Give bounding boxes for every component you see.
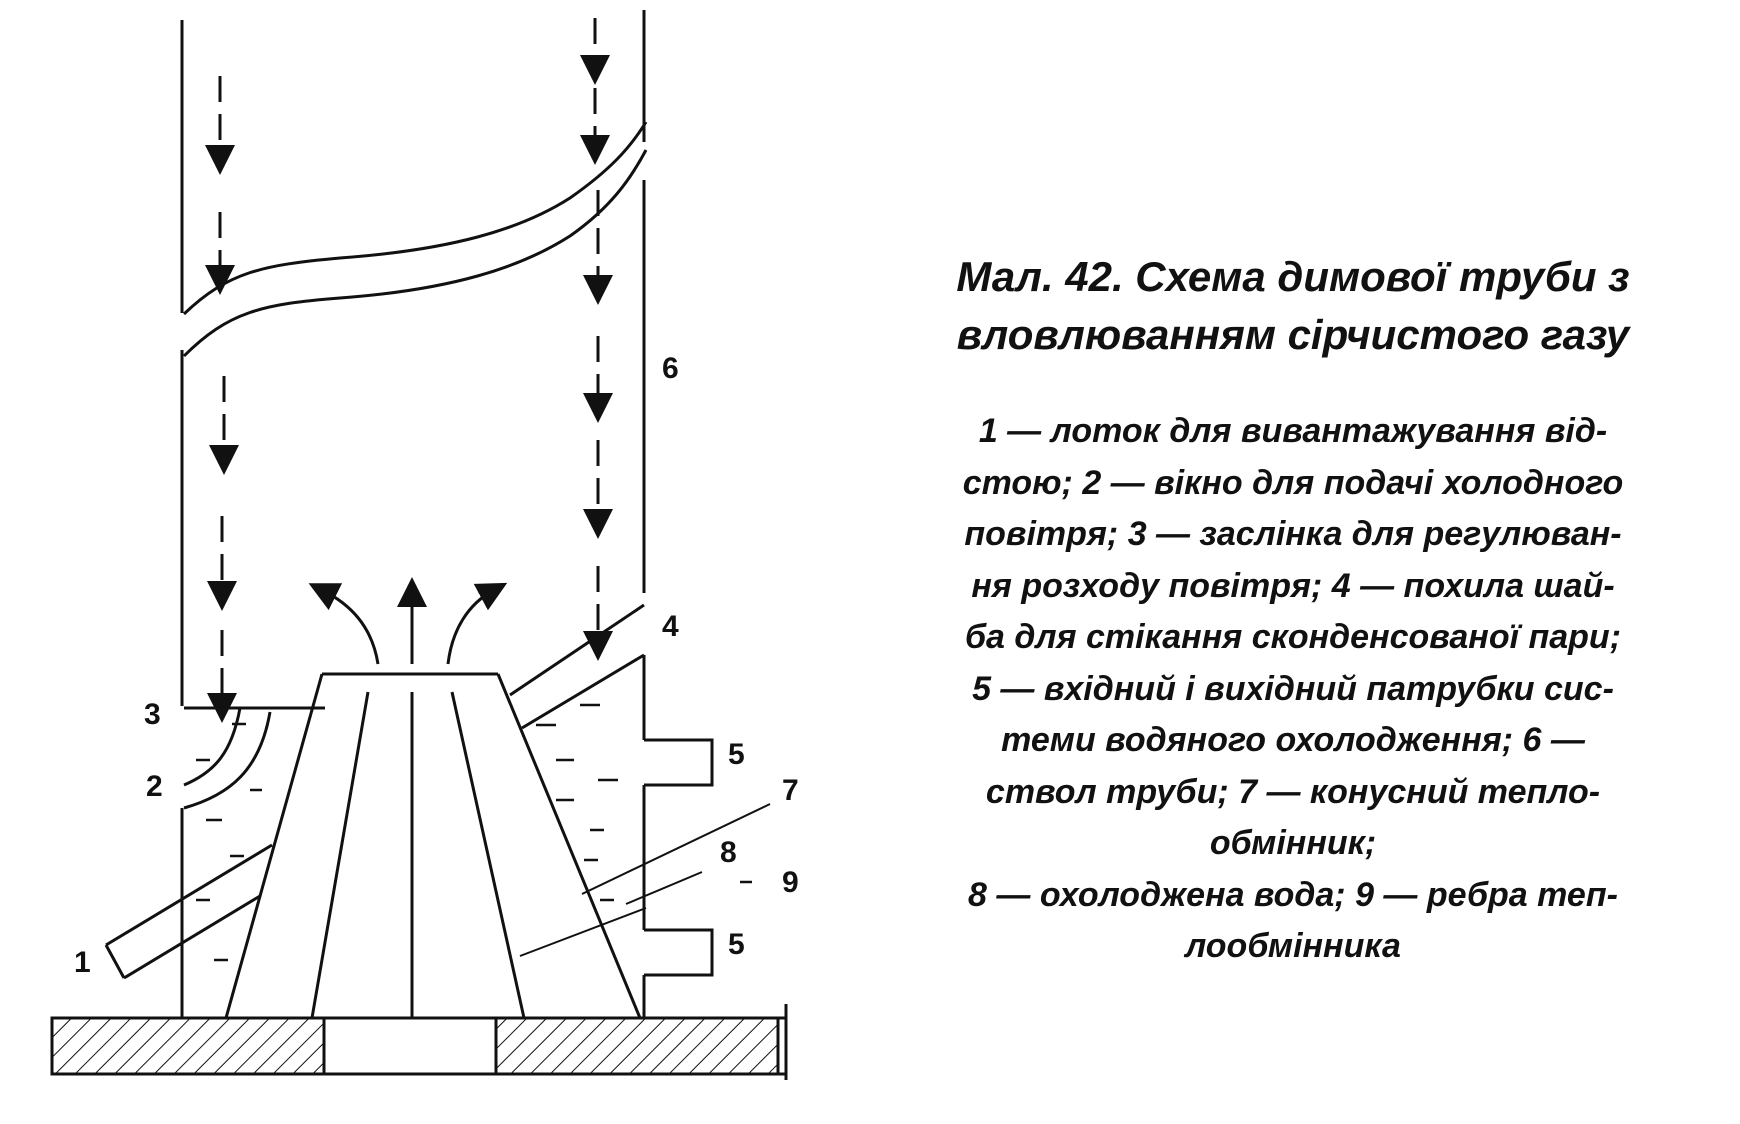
- legend-line: обмінник;: [1209, 824, 1377, 862]
- cone-heat-exchanger: [224, 672, 642, 1019]
- figure-title-line: вловлюванням сірчистого газу: [956, 311, 1630, 358]
- air-damper: [183, 707, 272, 810]
- legend-line: повітря; 3 — заслінка для регулюван-: [964, 515, 1622, 553]
- cooled-water-marks: [196, 703, 752, 962]
- label-4: 4: [662, 610, 679, 643]
- legend-line: теми водяного охолодження; 6 —: [1001, 721, 1585, 759]
- inclined-washer: [509, 603, 645, 730]
- legend-line: ба для стікання сконденсованої пари;: [964, 618, 1622, 656]
- water-jacket: [184, 655, 714, 1018]
- label-2: 2: [146, 770, 163, 803]
- legend-line: ня розходу повітря; 4 — похила шай-: [971, 566, 1615, 605]
- legend-line: 8 — охолоджена вода; 9 — ребра теп-: [968, 875, 1618, 914]
- leader-lines: [519, 803, 771, 957]
- label-8: 8: [720, 836, 737, 869]
- sludge-chute: [104, 843, 273, 980]
- figure-title-line: Мал. 42. Схема димової труби з: [956, 253, 1630, 300]
- hot-gas-up-arrows: [308, 577, 508, 665]
- label-9: 9: [782, 866, 799, 899]
- legend-line: ствол труби; 7 — конусний тепло-: [985, 772, 1601, 811]
- label-5-bottom: 5: [728, 928, 745, 961]
- legend-line: 5 — вхідний і вихідний патрубки сис-: [972, 669, 1614, 708]
- legend-line: стою; 2 — вікно для подачі холодного: [962, 463, 1624, 502]
- figure-caption: Мал. 42. Схема димової труби з вловлюван…: [858, 248, 1728, 973]
- flue-gas-flow-arrows: [205, 18, 613, 723]
- legend-line: 1 — лоток для вивантажування від-: [978, 412, 1608, 450]
- label-5-top: 5: [728, 738, 745, 771]
- figure-legend: 1 — лоток для вивантажування від- стою; …: [858, 406, 1728, 973]
- foundation-base: [50, 1004, 788, 1080]
- label-7: 7: [782, 774, 799, 807]
- label-1: 1: [74, 946, 91, 979]
- figure-title: Мал. 42. Схема димової труби з вловлюван…: [858, 248, 1728, 364]
- label-6: 6: [662, 352, 679, 385]
- chimney-trunk: [180, 10, 646, 1018]
- label-3: 3: [144, 698, 161, 731]
- trunk-break-lines: [182, 121, 648, 358]
- legend-line: лообмінника: [1185, 927, 1401, 965]
